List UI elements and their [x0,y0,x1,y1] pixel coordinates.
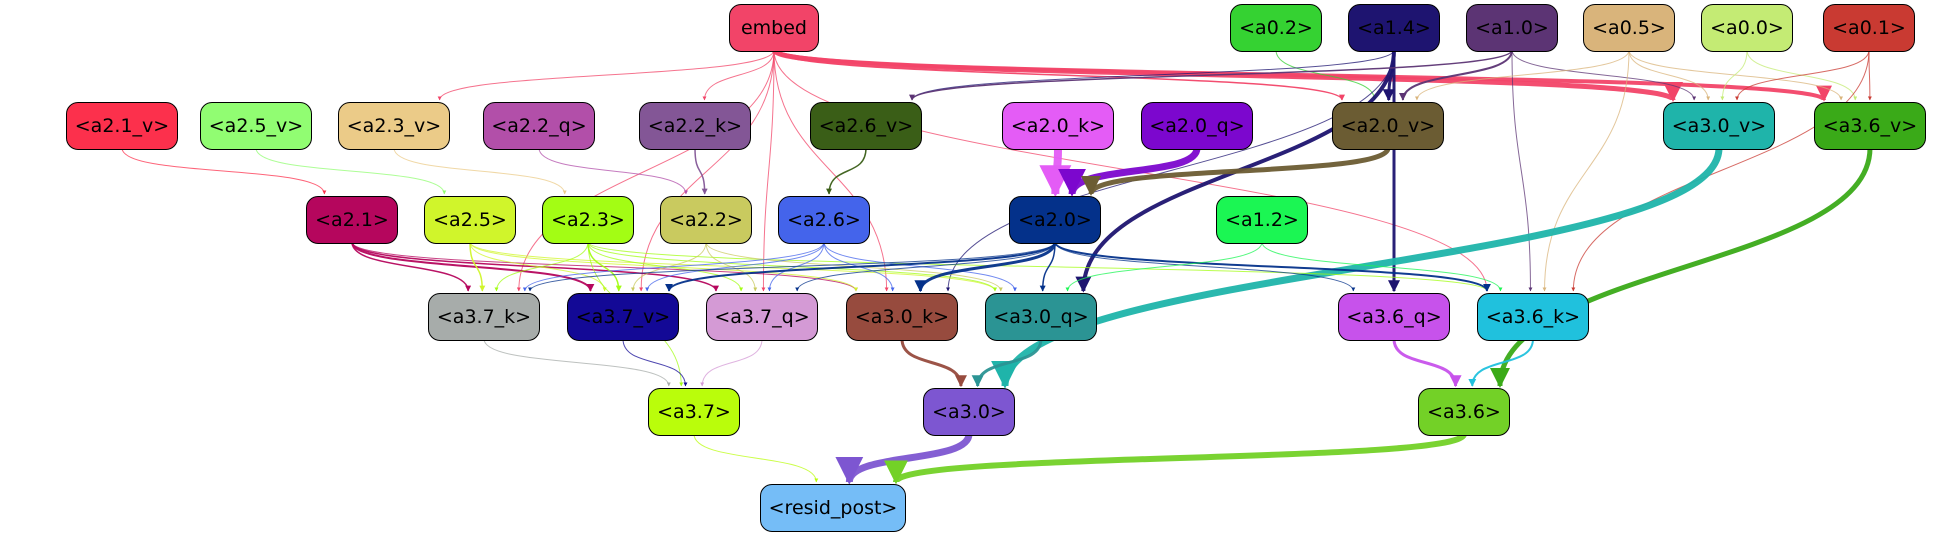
edge-a3-0-k-to-a3-0 [900,338,967,388]
edge-a3-6-k-to-a3-6 [1468,338,1534,387]
node-a3-0-q[interactable]: <a3.0_q> [985,293,1097,341]
edge-a2-0-to-a3-7-q [795,241,1056,292]
node-a3-7-v[interactable]: <a3.7_v> [567,293,679,341]
node-a2-0-q[interactable]: <a2.0_q> [1141,102,1253,150]
node-a2-6-v[interactable]: <a2.6_v> [810,102,922,150]
edge-a3-6-q-to-a3-6 [1392,338,1462,388]
edge-a2-0-to-a3-6-q [1054,241,1356,292]
edge-a2-5-v-to-a2-5 [255,147,447,195]
node-a3-7[interactable]: <a3.7> [648,388,740,436]
edge-a2-6-v-to-a2-6 [826,147,867,195]
edge-a2-0-k-to-a2-0 [1039,147,1072,198]
node-a3-6-k[interactable]: <a3.6_k> [1477,293,1589,341]
edge-a2-5-to-a3-7-v [469,241,607,292]
edge-a2-3-to-a3-7-q [587,241,744,292]
node-a1-0[interactable]: <a1.0> [1466,4,1558,52]
node-a0-5[interactable]: <a0.5> [1583,4,1675,52]
edge-a2-2-to-a3-7-q [705,241,758,292]
edge-a2-5-to-a3-7-k [469,241,486,292]
edge-a3-7-q-to-a3-7 [700,338,763,387]
node-a2-0-v[interactable]: <a2.0_v> [1332,102,1444,150]
edge-a0-2-to-a2-0-v [1275,49,1377,101]
edge-a0-0-to-a3-0-v [1720,49,1748,101]
edge-a2-6-to-a3-7-v [645,241,825,292]
edge-a1-0-to-a3-0-v [1511,49,1697,101]
edge-a2-0-to-a3-7-k [528,241,1056,292]
node-a2-0[interactable]: <a2.0> [1009,196,1101,244]
edge-a1-0-to-a2-6-v [909,49,1513,101]
edge-embed-to-a3-6-v [772,48,1832,102]
node-a3-0-v[interactable]: <a3.0_v> [1663,102,1775,150]
edge-a2-0-to-a3-0-k [914,241,1057,293]
edge-a2-0-to-a3-6-k [1054,241,1491,292]
edge-a1-0-to-a3-6-k [1511,49,1533,292]
edge-a3-0-v-to-a3-0 [991,147,1723,389]
edge-embed-to-a3-7-v [639,49,775,292]
node-a2-3-v[interactable]: <a2.3_v> [338,102,450,150]
node-a0-1[interactable]: <a0.1> [1823,4,1915,52]
node-a3-6[interactable]: <a3.6> [1418,388,1510,436]
edge-a2-2-q-to-a2-2 [538,147,688,195]
node-a3-0[interactable]: <a3.0> [923,388,1015,436]
edge-a2-1-v-to-a2-1 [121,147,327,195]
edge-a2-6-to-a3-7-k [522,241,825,292]
node-a3-6-v[interactable]: <a3.6_v> [1814,102,1926,150]
edge-embed-to-a3-7-q [761,49,775,292]
edge-a1-4-to-a3-0-k [946,49,1395,292]
edge-a2-3-to-a3-6-k [587,241,1489,292]
edge-embed-to-a3-7-k [516,49,775,292]
edge-a2-3-to-a3-7-k [494,241,589,292]
node-a2-5-v[interactable]: <a2.5_v> [200,102,312,150]
node-a2-1-v[interactable]: <a2.1_v> [66,102,178,150]
node-a3-7-q[interactable]: <a3.7_q> [706,293,818,341]
edge-a1-0-to-a2-0-v [1398,49,1513,101]
edge-a0-5-to-a3-0-v [1628,49,1711,101]
node-resid-post[interactable]: <resid_post> [760,484,906,532]
edge-a1-2-to-a3-0-q [1065,241,1263,292]
node-a3-0-k[interactable]: <a3.0_k> [846,293,958,341]
node-a2-1[interactable]: <a2.1> [306,196,398,244]
edge-a3-7-to-resid-post [693,433,819,483]
edge-a2-1-to-a3-7-k [351,241,472,292]
edge-a0-5-to-a3-6-k [1542,49,1630,292]
node-a1-4[interactable]: <a1.4> [1348,4,1440,52]
edge-a1-4-to-a2-6-v [910,49,1395,101]
edge-embed-to-a3-0-k [773,49,889,292]
edge-a0-5-to-a2-0-v [1414,49,1630,101]
node-a2-2-k[interactable]: <a2.2_k> [639,102,751,150]
node-a0-0[interactable]: <a0.0> [1701,4,1793,52]
edge-a3-6-v-to-a3-6 [1490,147,1873,388]
edge-a2-3-v-to-a2-3 [393,147,567,195]
node-a1-2[interactable]: <a1.2> [1216,196,1308,244]
edge-a3-6-to-resid-post [884,432,1467,485]
node-a2-2-q[interactable]: <a2.2_q> [483,102,595,150]
edge-embed-to-a2-0-v [773,49,1345,101]
edge-embed-to-a2-3-v [437,49,775,101]
node-a2-6[interactable]: <a2.6> [778,196,870,244]
edge-a3-7-v-to-a3-7 [622,338,688,387]
edge-a2-0-to-a3-0-q [1039,241,1056,292]
node-embed[interactable]: embed [729,4,819,52]
edge-embed-to-a2-2-k [702,49,775,101]
node-a2-2[interactable]: <a2.2> [660,196,752,244]
edge-a3-0-to-resid-post [835,433,973,485]
edge-a0-1-to-a3-0-v [1735,49,1870,101]
node-a3-6-q[interactable]: <a3.6_q> [1338,293,1450,341]
node-a3-7-k[interactable]: <a3.7_k> [428,293,540,341]
node-a2-0-k[interactable]: <a2.0_k> [1002,102,1114,150]
edge-a2-2-k-to-a2-2 [694,147,708,195]
edge-a3-7-k-to-a3-7 [483,338,671,387]
edge-a3-0-q-to-a3-0 [971,338,1043,388]
edge-a2-0-v-to-a2-0 [1081,146,1391,196]
edge-a2-0-to-a3-7-v [665,241,1056,292]
edge-a0-1-to-a3-6-k [1571,49,1870,292]
edge-a2-1-to-a3-7-v [351,241,595,292]
node-a2-3[interactable]: <a2.3> [542,196,634,244]
edge-a2-0-q-to-a2-0 [1058,147,1201,197]
node-a0-2[interactable]: <a0.2> [1230,4,1322,52]
node-a2-5[interactable]: <a2.5> [424,196,516,244]
edge-a1-2-to-a3-6-k [1261,241,1503,292]
